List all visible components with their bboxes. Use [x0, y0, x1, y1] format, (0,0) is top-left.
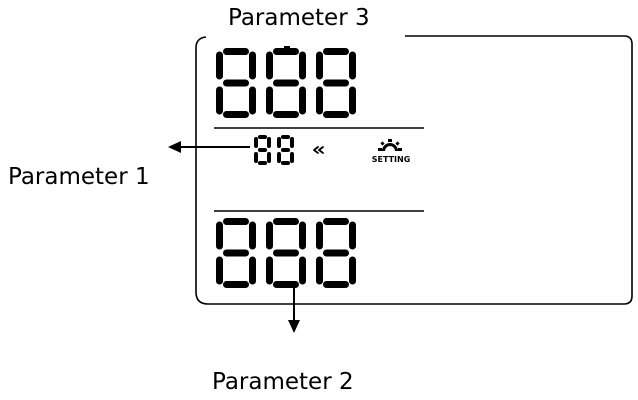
parameter-2-arrowhead	[288, 320, 300, 333]
parameter-1-label: Parameter 1	[8, 164, 150, 190]
digit-segment-e	[277, 152, 281, 163]
digit-segment-g	[323, 249, 349, 257]
bottom-digit-display	[216, 218, 356, 288]
digit-segment-d	[258, 161, 267, 165]
digit-segment-a	[223, 218, 249, 225]
digit-segment-f	[316, 51, 323, 80]
digit	[316, 218, 356, 288]
digit-segment-d	[273, 111, 299, 118]
digit-segment-f	[316, 221, 323, 250]
digit-segment-g	[281, 148, 290, 152]
digit-segment-b	[349, 51, 356, 80]
digit-segment-g	[323, 79, 349, 87]
digit-segment-d	[323, 281, 349, 288]
digit-segment-d	[323, 111, 349, 118]
digit-segment-a	[223, 48, 249, 55]
digit-segment-b	[267, 137, 271, 148]
gear-icon	[378, 139, 402, 151]
top-digit-display	[216, 48, 356, 118]
digit-segment-f	[266, 51, 273, 80]
digit-segment-b	[299, 51, 306, 80]
digit-segment-b	[299, 221, 306, 250]
digit	[266, 218, 306, 288]
middle-digit-display	[254, 135, 294, 165]
digit-segment-d	[223, 111, 249, 118]
digit-segment-e	[266, 256, 273, 285]
digit-segment-g	[258, 148, 267, 152]
digit	[277, 135, 294, 165]
parameter-2-label: Parameter 2	[212, 369, 354, 395]
digit	[216, 48, 256, 118]
digit-segment-g	[223, 79, 249, 87]
digit	[266, 48, 306, 118]
digit-segment-e	[216, 86, 223, 115]
digit-segment-e	[266, 86, 273, 115]
digit-segment-a	[323, 48, 349, 55]
digit-segment-c	[349, 86, 356, 115]
digit-segment-f	[216, 221, 223, 250]
digit	[316, 48, 356, 118]
parameter-3-label: Parameter 3	[228, 5, 370, 31]
digit-segment-a	[258, 135, 267, 139]
lcd-panel-outline	[195, 35, 633, 305]
digit-segment-e	[316, 256, 323, 285]
parameter-1-arrowhead	[168, 141, 181, 153]
digit-segment-c	[249, 86, 256, 115]
digit	[216, 218, 256, 288]
digit-segment-e	[216, 256, 223, 285]
digit-segment-b	[290, 137, 294, 148]
digit-segment-f	[277, 137, 281, 148]
digit-segment-e	[316, 86, 323, 115]
digit-segment-c	[299, 256, 306, 285]
digit-segment-c	[249, 256, 256, 285]
digit-segment-c	[349, 256, 356, 285]
digit-segment-c	[267, 152, 271, 163]
digit-segment-b	[349, 221, 356, 250]
digit-segment-g	[273, 79, 299, 87]
digit-segment-f	[266, 221, 273, 250]
digit-segment-g	[223, 249, 249, 257]
digit-segment-e	[254, 152, 258, 163]
digit-segment-c	[299, 86, 306, 115]
digit-segment-a	[273, 48, 299, 55]
digit-segment-a	[273, 218, 299, 225]
digit-segment-f	[216, 51, 223, 80]
digit-segment-d	[281, 161, 290, 165]
top-tick-mark	[284, 46, 290, 49]
digit	[254, 135, 271, 165]
digit-segment-a	[323, 218, 349, 225]
digit-segment-d	[223, 281, 249, 288]
digit-segment-g	[273, 249, 299, 257]
setting-label: SETTING	[372, 155, 411, 164]
digit-segment-d	[273, 281, 299, 288]
digit-segment-c	[290, 152, 294, 163]
digit-segment-b	[249, 221, 256, 250]
digit-segment-f	[254, 137, 258, 148]
double-chevron-left-icon	[313, 146, 324, 154]
digit-segment-a	[281, 135, 290, 139]
digit-segment-b	[249, 51, 256, 80]
